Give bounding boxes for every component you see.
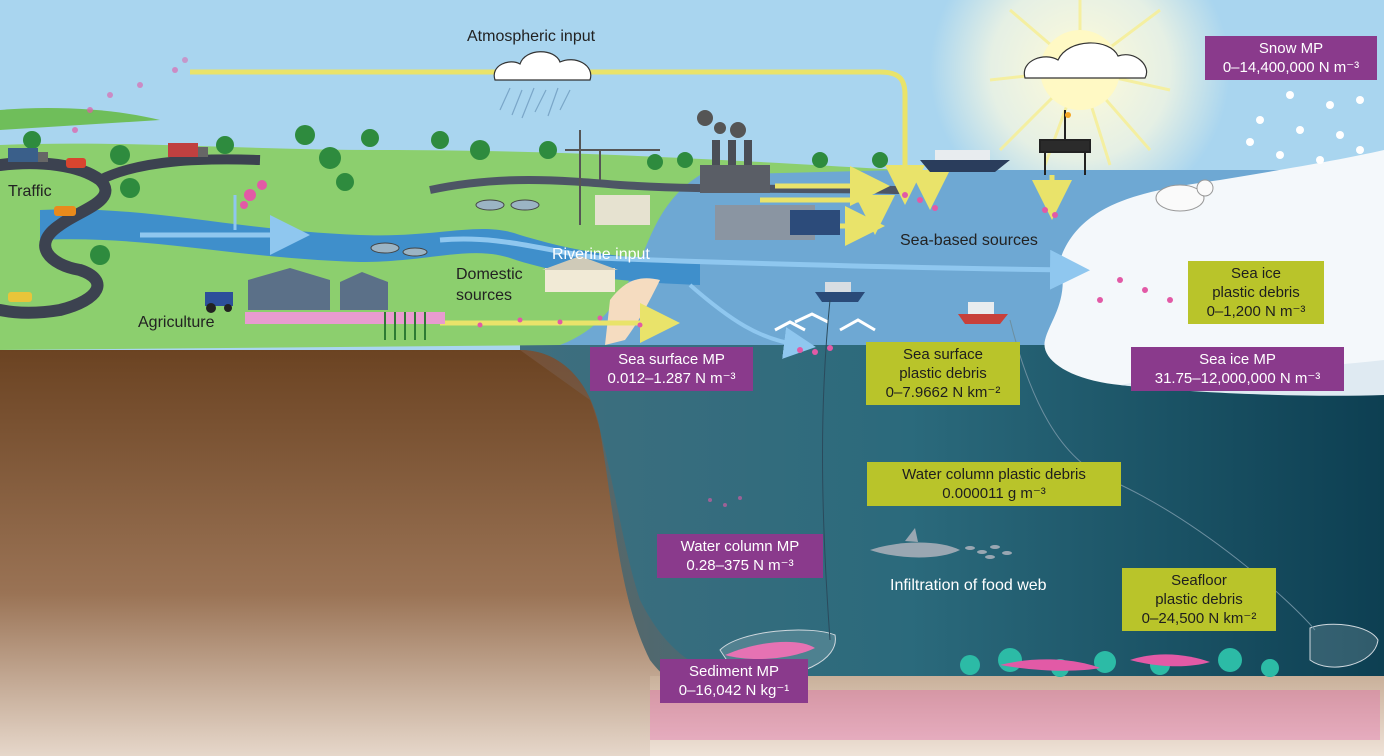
tractor-icon	[205, 292, 233, 313]
domestic-sources-label-1: Domestic	[456, 266, 523, 283]
snow-mp-box: Snow MP 0–14,400,000 N m⁻³	[1205, 36, 1377, 80]
sea-based-sources-label: Sea-based sources	[900, 232, 1038, 249]
sea-ice-mp-value: 31.75–12,000,000 N m⁻³	[1154, 370, 1321, 387]
water-column-debris-box: Water column plastic debris 0.000011 g m…	[867, 462, 1121, 506]
factory-icon	[595, 140, 840, 240]
seafloor-debris-line1: Seafloor	[1171, 572, 1227, 589]
water-column-debris-title: Water column plastic debris	[902, 466, 1086, 483]
riverine-input-label: Riverine input	[552, 246, 650, 263]
snowflake-icon	[1246, 91, 1364, 164]
sediment-mp-title: Sediment MP	[688, 663, 780, 680]
seafloor-debris-box: Seafloor plastic debris 0–24,500 N km⁻²	[1122, 568, 1276, 631]
crane-icon	[565, 130, 660, 225]
seafloor-debris-line2: plastic debris	[1155, 591, 1243, 608]
car-icon	[8, 158, 86, 302]
rain-icon	[499, 87, 571, 119]
cloud-icon	[493, 42, 1148, 81]
flow-arrows	[140, 69, 1090, 359]
truck-icon	[8, 143, 208, 162]
food-web-label: Infiltration of food web	[890, 577, 1047, 594]
sea-ice-mp-title: Sea ice MP	[1199, 351, 1276, 368]
atmospheric-input-label: Atmospheric input	[467, 28, 596, 45]
sea-surface-mp-value: 0.012–1.287 N m⁻³	[607, 370, 736, 387]
shark-icon	[870, 528, 960, 558]
river	[40, 209, 700, 285]
oil-rig-icon	[1039, 110, 1091, 175]
water-column-mp-box: Water column MP 0.28–375 N m⁻³	[657, 534, 823, 578]
agriculture-label: Agriculture	[138, 314, 215, 331]
farm-buildings	[245, 268, 445, 340]
domestic-sources-label-2: sources	[456, 287, 513, 304]
treatment-tank-icon	[370, 199, 540, 257]
sea-ice-debris-line1: Sea ice	[1230, 265, 1282, 282]
water-column-mp-title: Water column MP	[680, 538, 800, 555]
sea-surface-debris-line1: Sea surface	[902, 346, 984, 363]
sediment-ground	[0, 350, 760, 756]
sea-surface-mp-box: Sea surface MP 0.012–1.287 N m⁻³	[590, 347, 753, 391]
house-icon	[542, 256, 618, 292]
sea-surface-debris-line2: plastic debris	[899, 365, 987, 382]
water-column-debris-value: 0.000011 g m⁻³	[942, 485, 1046, 502]
smoke-plume	[697, 110, 746, 138]
sea-surface-debris-box: Sea surface plastic debris 0–7.9662 N km…	[866, 342, 1020, 405]
sea-ice-debris-box: Sea ice plastic debris 0–1,200 N m⁻³	[1188, 261, 1324, 324]
sediment-mp-value: 0–16,042 N kg⁻¹	[678, 682, 790, 699]
sea-ice-mp-box: Sea ice MP 31.75–12,000,000 N m⁻³	[1131, 347, 1344, 391]
sea-ice-debris-value: 0–1,200 N m⁻³	[1206, 303, 1306, 320]
bird-icon	[774, 312, 876, 332]
seafloor-plastic	[725, 641, 1210, 671]
sea-ice-debris-line2: plastic debris	[1212, 284, 1300, 301]
polar-bear-icon	[1155, 179, 1214, 212]
sea-surface-debris-value: 0–7.9662 N km⁻²	[885, 384, 1001, 401]
sea-surface-mp-title: Sea surface MP	[618, 351, 725, 368]
continental-slope	[520, 350, 760, 700]
road	[0, 157, 112, 319]
water-column-mp-value: 0.28–375 N m⁻³	[686, 557, 794, 574]
snow-mp-title: Snow MP	[1258, 40, 1324, 57]
snow-mp-value: 0–14,400,000 N m⁻³	[1222, 59, 1360, 76]
sediment-mp-box: Sediment MP 0–16,042 N kg⁻¹	[660, 659, 808, 703]
seafloor-debris-value: 0–24,500 N km⁻²	[1141, 610, 1257, 627]
microplastic-particles	[72, 57, 1203, 507]
traffic-label: Traffic	[8, 183, 52, 200]
fish-school-icon	[965, 545, 1012, 559]
ship-icon	[815, 150, 1010, 324]
